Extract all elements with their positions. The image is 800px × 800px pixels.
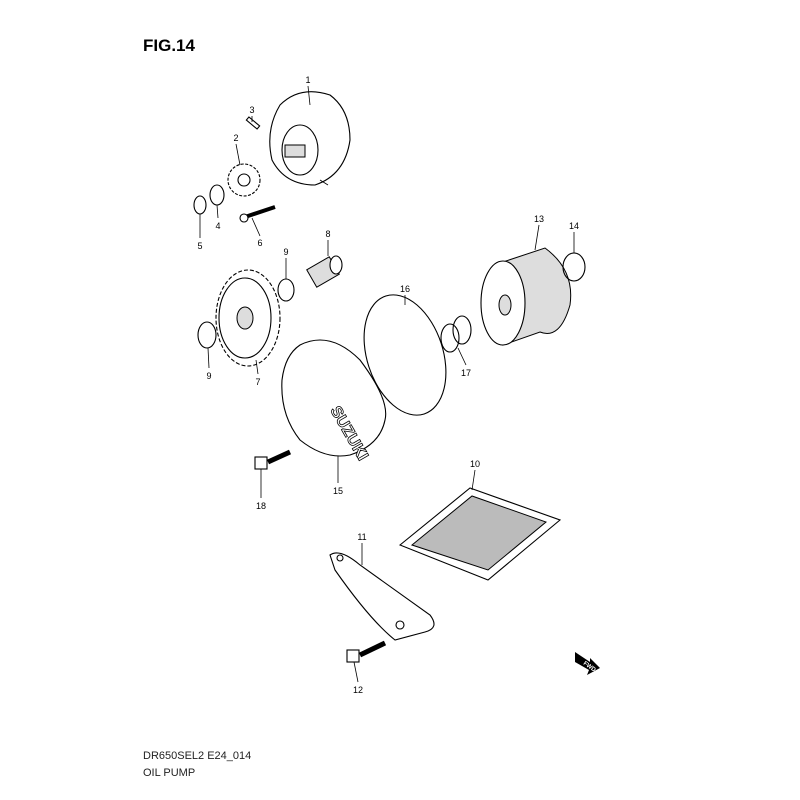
callout-14: 14 xyxy=(569,221,579,231)
callout-15: 15 xyxy=(333,486,343,496)
part-13-oil-filter[interactable] xyxy=(480,247,572,346)
callout-17: 17 xyxy=(461,368,471,378)
callout-13: 13 xyxy=(534,214,544,224)
part-9-circlip-upper[interactable] xyxy=(277,278,295,302)
callout-12: 12 xyxy=(353,685,363,695)
fwd-arrow-icon: FWD xyxy=(575,652,600,675)
part-6-screw[interactable] xyxy=(239,205,276,223)
part-10-strainer[interactable] xyxy=(398,487,562,581)
callout-18: 18 xyxy=(256,501,266,511)
part-9-circlip-lower[interactable] xyxy=(197,321,217,349)
callout-11: 11 xyxy=(357,532,366,542)
part-15-pump-cover[interactable]: SUZUKI xyxy=(281,339,387,464)
part-1-pump-body[interactable] xyxy=(269,91,351,186)
leader-lines xyxy=(199,85,575,683)
callout-16: 16 xyxy=(400,284,410,294)
callout-10: 10 xyxy=(470,459,480,469)
part-4-washer[interactable] xyxy=(209,184,225,206)
model-code: DR650SEL2 E24_014 xyxy=(143,750,252,762)
part-8-relief-pin[interactable] xyxy=(306,255,343,288)
callout-4: 4 xyxy=(215,221,220,231)
callout-3: 3 xyxy=(249,105,254,115)
callout-8: 8 xyxy=(325,229,330,239)
callout-2: 2 xyxy=(233,133,238,143)
figure-title: FIG.14 xyxy=(143,36,195,55)
part-17-o-rings[interactable] xyxy=(440,315,472,353)
part-18-bolt[interactable] xyxy=(254,449,292,470)
part-7-driven-gear[interactable] xyxy=(215,269,281,367)
callout-5: 5 xyxy=(197,241,202,251)
callout-6: 6 xyxy=(257,238,262,248)
callout-1: 1 xyxy=(305,75,310,85)
callout-9-upper: 9 xyxy=(283,247,288,257)
part-5-circlip[interactable] xyxy=(193,195,207,215)
part-3-pin[interactable] xyxy=(245,116,261,130)
part-14-o-ring[interactable] xyxy=(562,252,586,282)
part-2-gear[interactable] xyxy=(227,163,261,197)
callout-9-lower: 9 xyxy=(206,371,211,381)
diagram-subtitle: OIL PUMP xyxy=(143,767,196,779)
part-12-bolt[interactable] xyxy=(346,640,387,663)
callout-7: 7 xyxy=(255,377,260,387)
part-11-plate[interactable] xyxy=(329,552,435,641)
